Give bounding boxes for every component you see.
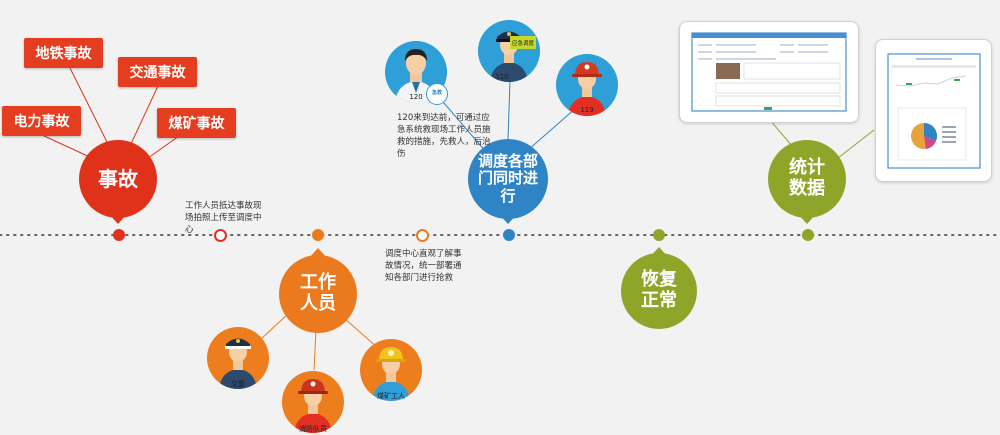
node-accident-label: 事故 — [98, 166, 138, 191]
avatar-firefighter-label: 消防队员 — [299, 425, 327, 433]
chart-screenshot-thumbnail — [887, 53, 981, 169]
tablet-form-screen — [679, 21, 859, 123]
node-staff: 工作人员 — [279, 255, 357, 333]
node-staff-tail — [309, 248, 327, 258]
firefighter-icon — [568, 62, 606, 116]
tag-power-accident: 电力事故 — [2, 106, 81, 136]
avatar-coal-worker-label: 煤矿工人 — [377, 392, 405, 400]
avatar-firefighter-119 — [556, 54, 618, 116]
firefighter-helmet-icon — [294, 379, 332, 433]
timeline-dot-photo — [214, 229, 227, 242]
avatar-police-badge-label: 应急调度 — [511, 40, 534, 47]
node-recover: 恢复正常 — [621, 253, 697, 329]
form-screenshot-thumbnail — [691, 32, 847, 112]
node-dispatch: 调度各部门同时进行 — [468, 139, 548, 219]
note-ambulance: 120来到达前，可通过应急系统救现场工作人员施救的措施，先救人，后治伤 — [397, 113, 491, 159]
note-dispatch-center: 调度中心直观了解事故情况，统一部署通知各部门进行抢救 — [385, 249, 462, 283]
node-recover-label: 恢复正常 — [641, 269, 677, 311]
avatar-doctor-badge: 急救 — [426, 83, 448, 105]
traffic-police-icon — [219, 338, 257, 389]
avatar-doctor-badge-label: 急救 — [431, 90, 442, 97]
avatar-traffic-police-label: 交警 — [231, 380, 245, 388]
avatar-fire-number: 119 — [580, 106, 594, 114]
avatar-coal-worker — [360, 339, 422, 401]
node-dispatch-label: 调度各部门同时进行 — [477, 152, 538, 205]
avatar-doctor-number: 120 — [409, 93, 423, 101]
node-stats: 统计数据 — [768, 140, 846, 218]
timeline-dot-accident — [113, 229, 125, 241]
node-dispatch-tail — [499, 214, 517, 224]
avatar-police-badge: 应急调度 — [510, 36, 536, 49]
tablet-chart-screen — [875, 39, 992, 182]
timeline-dot-dispatch — [503, 229, 515, 241]
node-accident-tail — [109, 214, 127, 224]
node-stats-tail — [798, 214, 816, 224]
timeline-dot-staff — [312, 229, 324, 241]
timeline-dot-recover — [653, 229, 665, 241]
avatar-traffic-police — [207, 327, 269, 389]
node-stats-label: 统计数据 — [789, 157, 825, 199]
avatar-firefighter — [282, 371, 344, 433]
avatar-police-number: 110 — [495, 73, 509, 81]
node-accident: 事故 — [79, 140, 157, 218]
node-recover-tail — [650, 247, 668, 257]
tag-subway-accident: 地铁事故 — [24, 38, 103, 68]
tag-traffic-accident: 交通事故 — [118, 57, 197, 87]
note-staff-arrive: 工作人员抵达事故现场拍照上传至调度中心 — [185, 201, 262, 235]
coal-worker-icon — [372, 347, 410, 401]
node-staff-label: 工作人员 — [300, 272, 336, 314]
timeline-dot-center — [416, 229, 429, 242]
timeline-dot-stats — [802, 229, 814, 241]
tag-coal-accident: 煤矿事故 — [157, 108, 236, 138]
